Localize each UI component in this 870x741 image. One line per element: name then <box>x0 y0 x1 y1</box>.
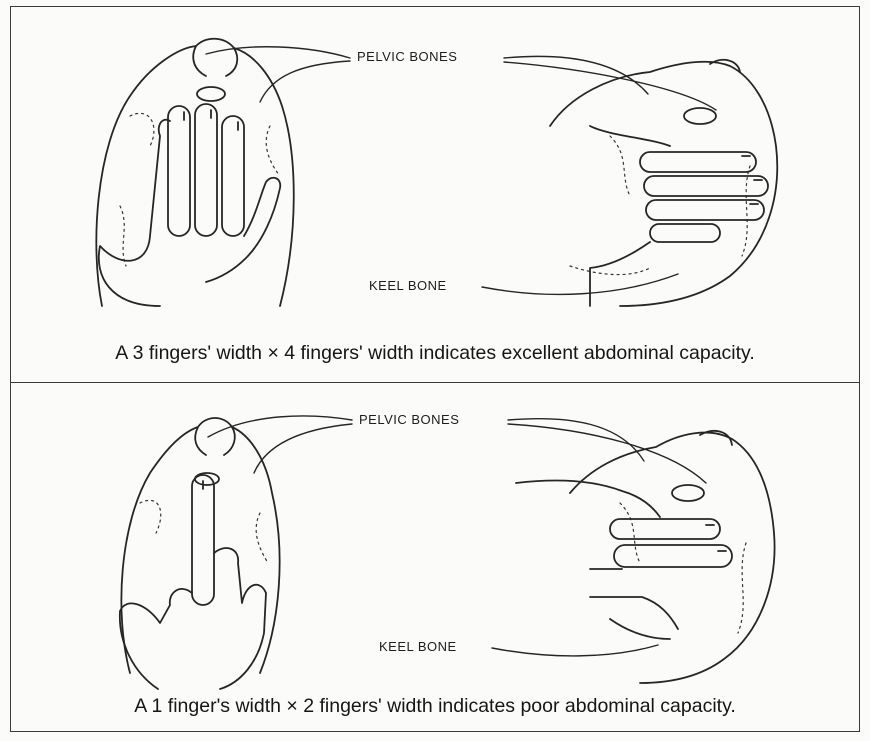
panel-excellent-capacity: PELVIC BONES KEEL BONE A 3 fingers' widt… <box>10 6 860 382</box>
hen-side-view-illustration <box>550 60 777 306</box>
keel-bone-label: KEEL BONE <box>366 278 450 293</box>
leader-lines <box>206 47 716 295</box>
pelvic-bones-label: PELVIC BONES <box>354 49 460 64</box>
panel-illustration <box>10 383 860 732</box>
keel-bone-label: KEEL BONE <box>376 639 460 654</box>
hen-rear-view-illustration <box>121 418 279 673</box>
hen-side-view-illustration <box>570 431 775 683</box>
caption-poor-capacity: A 1 finger's width × 2 fingers' width in… <box>10 695 860 718</box>
hand-two-fingers-illustration <box>516 481 732 639</box>
hand-one-finger-illustration <box>120 475 266 689</box>
panel-poor-capacity: PELVIC BONES KEEL BONE A 1 finger's widt… <box>10 383 860 732</box>
hand-four-fingers-illustration <box>590 126 768 306</box>
caption-excellent-capacity: A 3 fingers' width × 4 fingers' width in… <box>10 342 860 365</box>
pelvic-bones-label: PELVIC BONES <box>356 412 462 427</box>
hand-three-fingers-illustration <box>99 104 280 306</box>
